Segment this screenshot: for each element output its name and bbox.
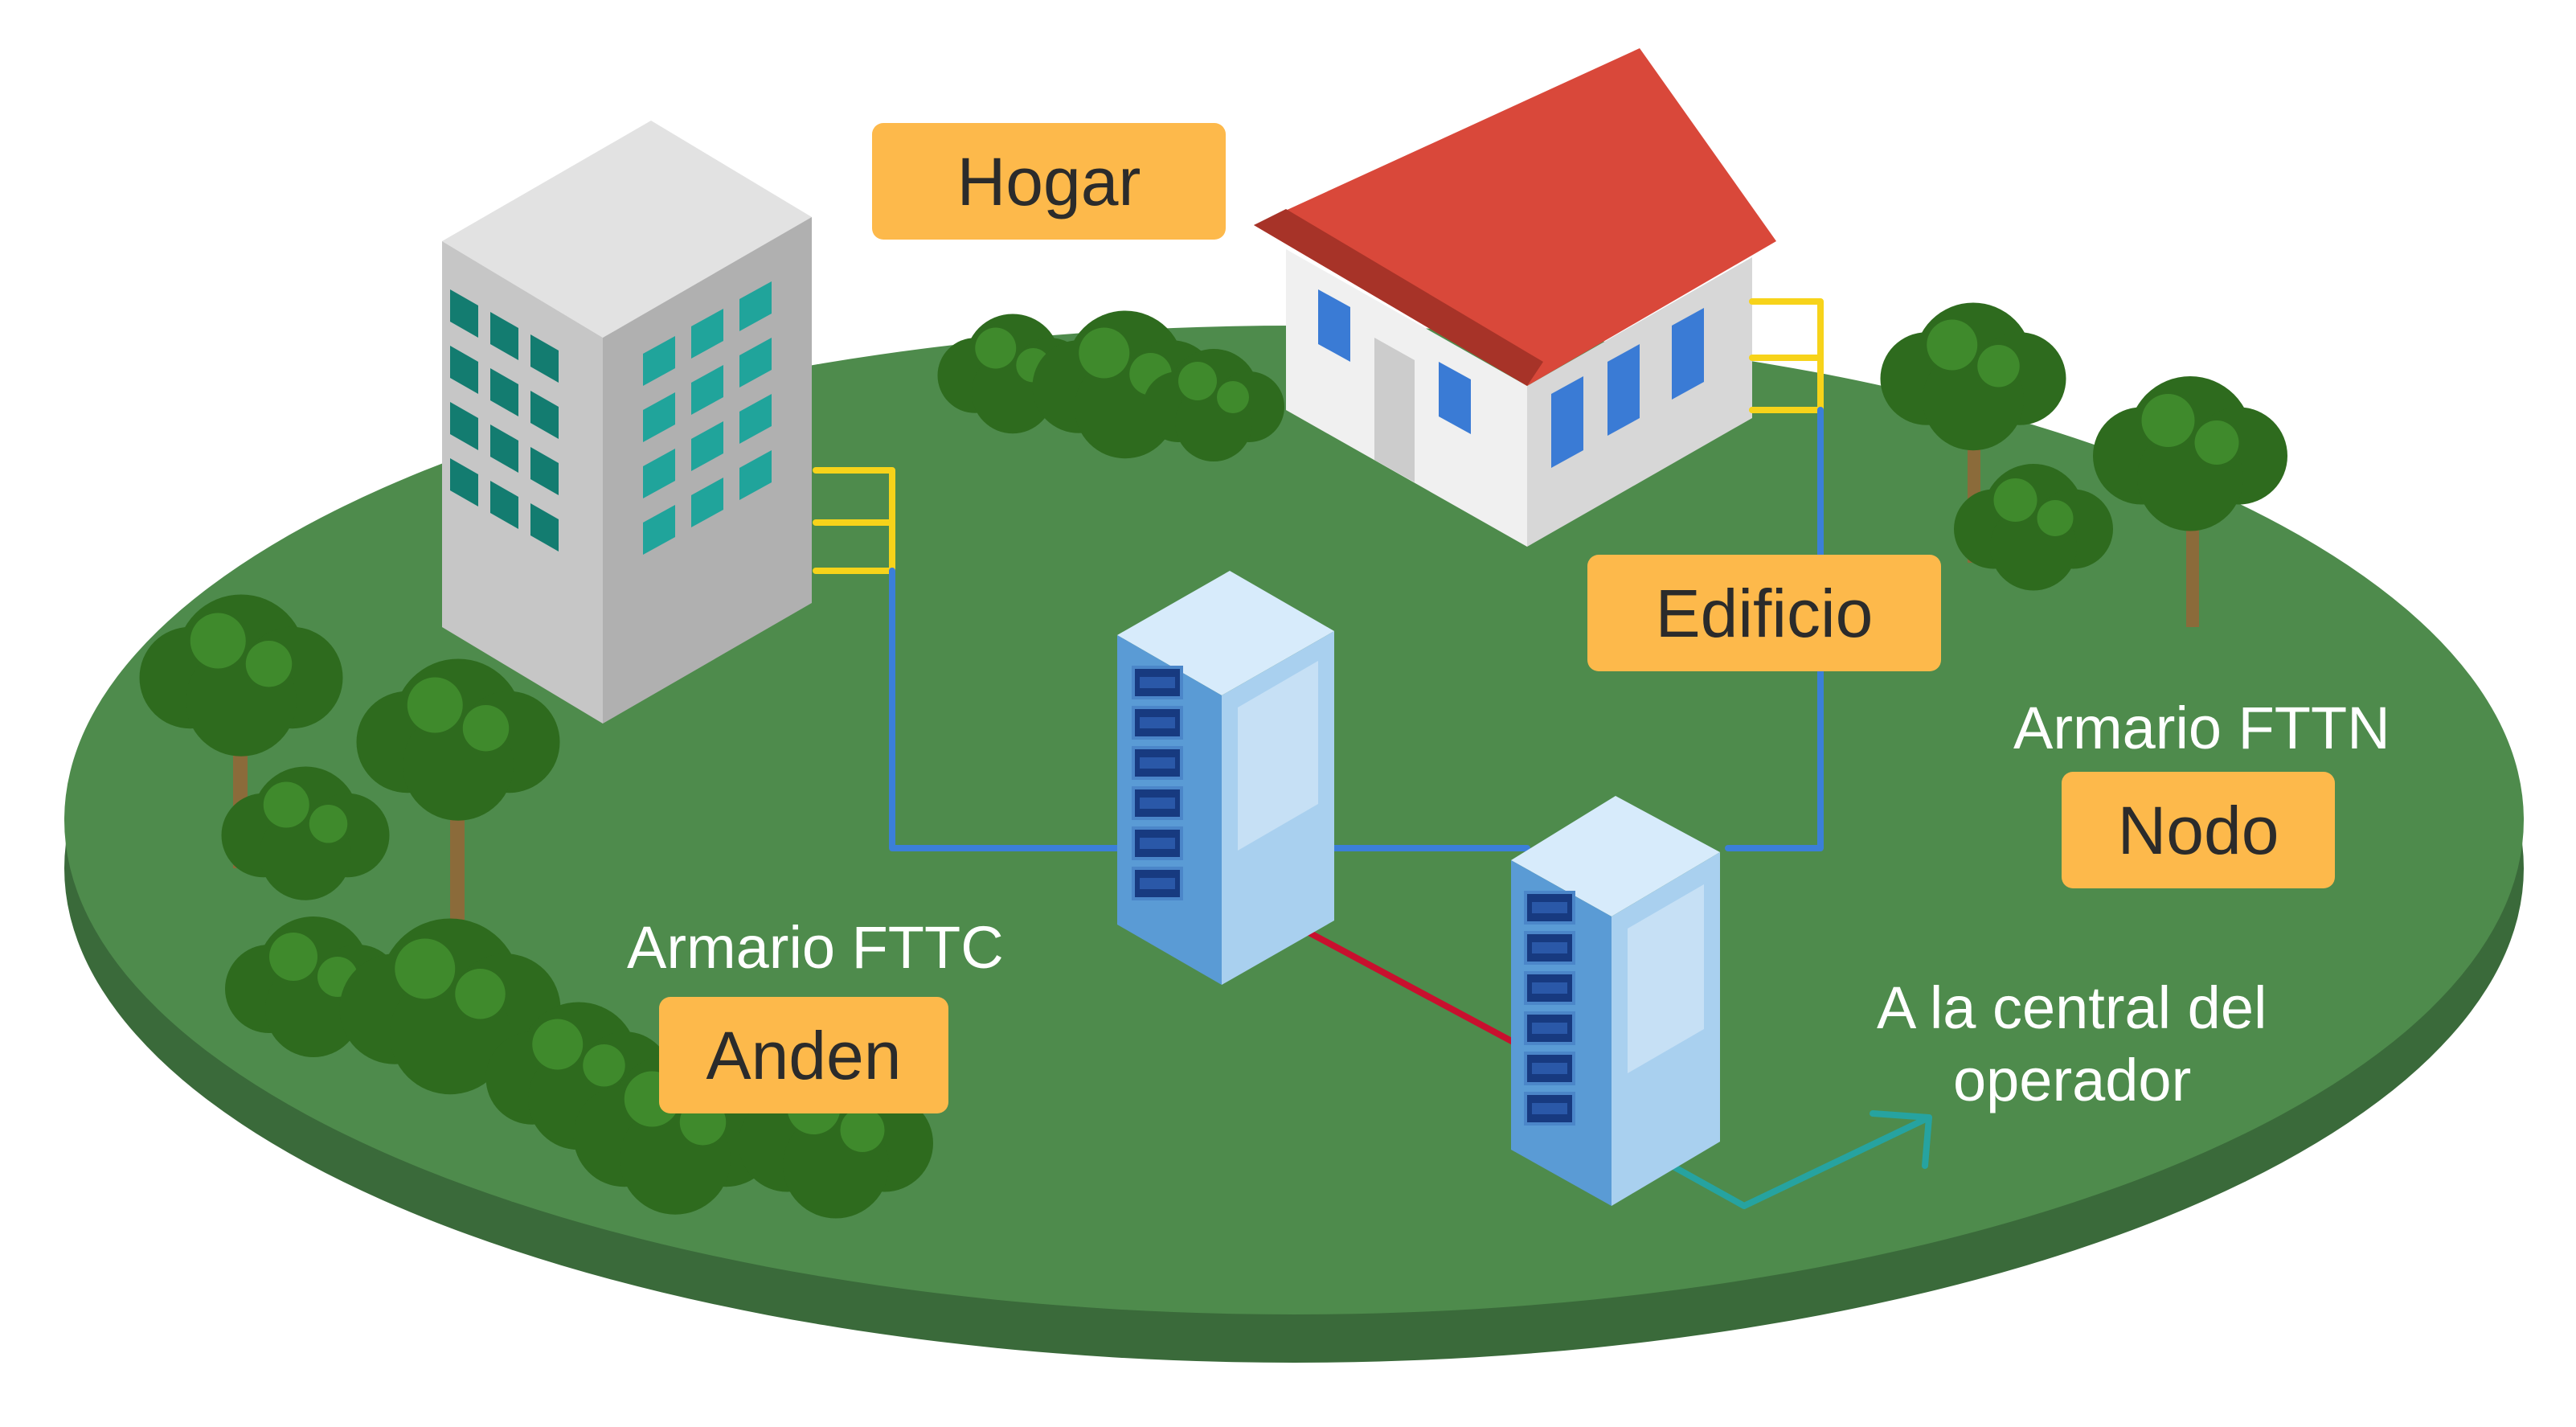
label-edificio: Edificio <box>1587 555 1941 671</box>
label-anden: Anden <box>659 997 948 1113</box>
cabinet-fttn-icon <box>1511 796 1720 1206</box>
label-hogar: Hogar <box>872 123 1226 240</box>
office-building-icon <box>442 121 812 724</box>
house-icon <box>1254 48 1776 547</box>
label-nodo: Nodo <box>2062 772 2335 888</box>
caption-central-line1: A la central del <box>1877 974 2267 1041</box>
tree-cluster-left-icon <box>139 594 933 1219</box>
fiber-connections <box>813 298 1932 1209</box>
cabinet-fttc-icon <box>1117 571 1334 985</box>
caption-armario-fttc: Armario FTTC <box>627 914 1004 981</box>
caption-armario-fttn: Armario FTTN <box>2013 695 2390 761</box>
tree-cluster-right-icon <box>1880 302 2287 627</box>
caption-central-line2: operador <box>1953 1047 2192 1113</box>
